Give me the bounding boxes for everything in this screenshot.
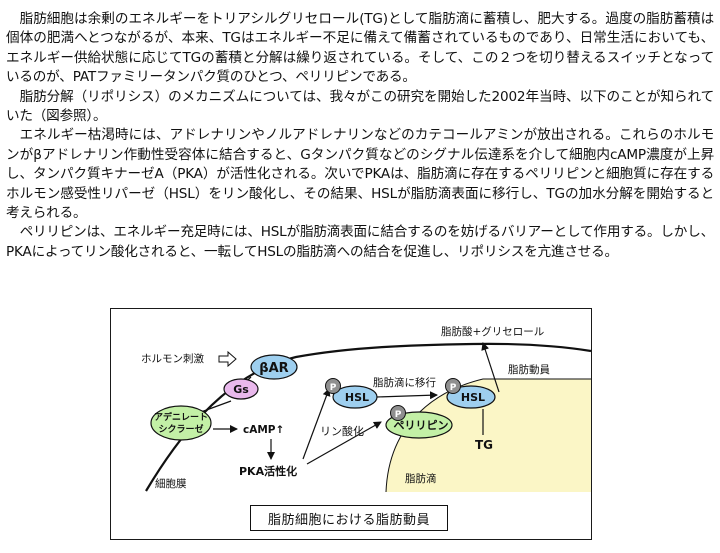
phospho-circle-hsl-1 — [325, 378, 341, 394]
adenylate-cyclase — [150, 405, 212, 441]
lipid-droplet-label: 脂肪滴 — [405, 472, 437, 485]
hsl-cytoplasm-label: HSL — [345, 391, 369, 404]
hormone-label: ホルモン刺激 — [141, 352, 204, 365]
phospho-circle-hsl-2 — [445, 378, 461, 394]
droplet-boundary — [385, 378, 591, 493]
phospho-label-perilipin: P — [395, 410, 402, 420]
arrow-pka-to-perilipin — [306, 421, 382, 465]
hsl-droplet-label: HSL — [461, 391, 485, 404]
perilipin-label: ペリリピン — [394, 419, 449, 432]
lipolysis-figure: βAR Gs アデニレート シクラーゼ HSL P HSL P ペリリピン P … — [110, 308, 592, 540]
paragraph-2: 脂肪分解（リポリシス）のメカニズムについては、我々がこの研究を開始した2002年… — [6, 88, 714, 125]
arrow-gs-to-ac — [200, 400, 232, 413]
beta-ar-receptor — [250, 354, 298, 380]
cell-membrane-label: 細胞膜 — [155, 477, 187, 490]
phospho-circle-perilipin — [390, 405, 406, 421]
article-text: 脂肪細胞は余剰のエネルギーをトリアシルグリセロール(TG)として脂肪滴に蓄積し、… — [6, 10, 714, 262]
camp-label: cAMP↑ — [243, 424, 284, 436]
phosphorylation-label: リン酸化 — [320, 424, 364, 438]
tg-label: TG — [475, 438, 493, 452]
lipid-droplet-shape — [386, 379, 591, 492]
gs-protein — [223, 378, 259, 400]
hormone-arrow — [218, 350, 237, 368]
move-to-droplet-label: 脂肪滴に移行 — [373, 376, 436, 389]
gs-label: Gs — [233, 383, 249, 396]
phospho-label-hsl-2: P — [450, 383, 457, 393]
figure-caption: 脂肪細胞における脂肪動員 — [250, 505, 448, 531]
products-label: 脂肪酸+グリセロール — [441, 325, 544, 338]
beta-ar-label: βAR — [259, 361, 288, 376]
adenylate-cyclase-label-2: シクラーゼ — [158, 423, 203, 435]
pka-label: PKA活性化 — [239, 464, 297, 478]
arrow-to-products — [481, 342, 500, 393]
paragraph-4: ペリリピンは、エネルギー充足時には、HSLが脂肪滴表面に結合するのを妨げるバリア… — [6, 224, 714, 260]
adenylate-cyclase-label-1: アデニレート — [154, 411, 208, 423]
lipolysis-diagram: βAR Gs アデニレート シクラーゼ HSL P HSL P ペリリピン P … — [141, 325, 591, 493]
hsl-cytoplasm — [332, 385, 378, 409]
paragraph-1: 脂肪細胞は余剰のエネルギーをトリアシルグリセロール(TG)として脂肪滴に蓄積し、… — [6, 11, 714, 86]
arrow-pka-to-hsl — [302, 388, 331, 460]
hsl-droplet — [446, 385, 496, 409]
phospho-label-hsl-1: P — [330, 383, 337, 393]
lipid-mobilization-label: 脂肪動員 — [508, 363, 550, 376]
paragraph-3: エネルギー枯渇時には、アドレナリンやノルアドレナリンなどのカテコールアミンが放出… — [6, 127, 714, 222]
arrow-hsl-move — [376, 391, 438, 400]
